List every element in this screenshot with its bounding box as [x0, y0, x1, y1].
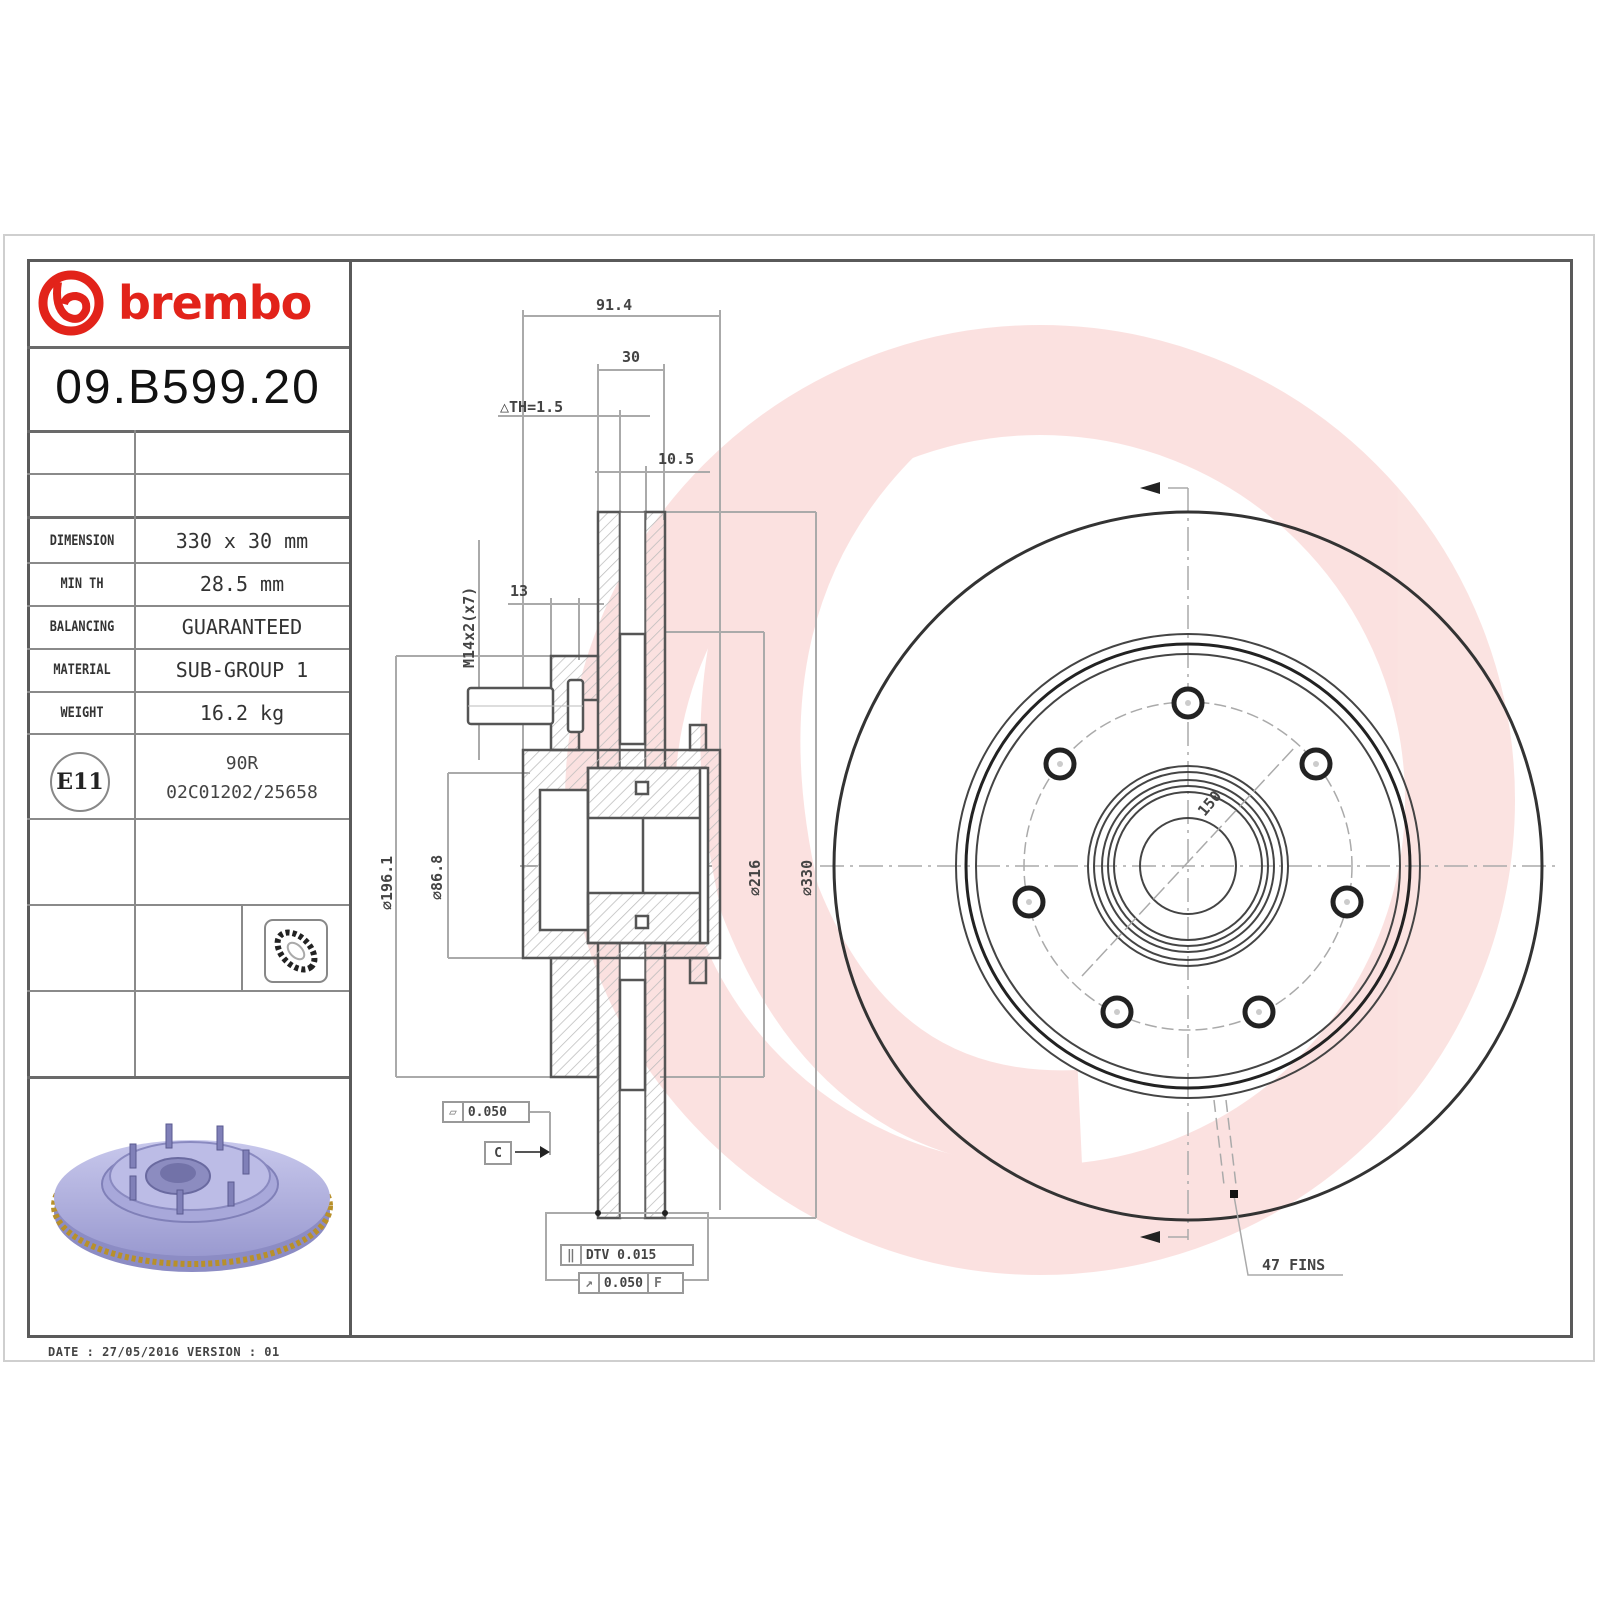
spec-label-material: MATERIAL [53, 662, 111, 678]
dim-disc-thickness: 30 [622, 348, 641, 366]
divider [27, 818, 349, 820]
part-number: 09.B599.20 [55, 360, 321, 414]
spec-label-balancing: BALANCING [49, 619, 115, 635]
homologation-code-1: 90R [225, 753, 259, 774]
divider [27, 516, 349, 519]
dtv-tolerance: ‖ DTV 0.015 [560, 1244, 694, 1266]
divider [27, 346, 349, 349]
homologation-code-2: 02C01202/25658 [166, 782, 318, 803]
drawing-frame [27, 259, 1573, 1338]
brand-logo: brembo [36, 266, 341, 340]
divider [27, 990, 349, 992]
spec-value-dimension: 330 x 30 mm [175, 529, 309, 553]
brand-name: brembo [118, 276, 312, 330]
flatness-icon: ▱ [444, 1103, 464, 1121]
spec-value-balancing: GUARANTEED [181, 615, 303, 639]
page-border [3, 234, 1595, 1362]
spec-label-min-th: MIN TH [60, 576, 104, 592]
spec-value-min-th: 28.5 mm [199, 572, 285, 596]
datum-label: C [484, 1141, 512, 1165]
divider [27, 648, 349, 650]
homologation-mark: E11 [50, 752, 110, 812]
column-divider [134, 430, 136, 1076]
divider [27, 430, 349, 433]
dim-stud-offset: 13 [510, 582, 529, 600]
divider [27, 904, 349, 906]
dim-overall-width: 91.4 [596, 296, 633, 314]
dim-th-tolerance: △TH=1.5 [500, 398, 564, 416]
flatness-tolerance: ▱ 0.050 [442, 1101, 530, 1123]
date-version: DATE : 27/05/2016 VERSION : 01 [48, 1345, 280, 1359]
column-divider [241, 904, 243, 990]
title-block [27, 259, 352, 1338]
spec-value-material: SUB-GROUP 1 [175, 658, 309, 682]
divider [27, 562, 349, 564]
dtv-icon: ‖ [562, 1246, 582, 1264]
divider [27, 605, 349, 607]
spec-label-dimension: DIMENSION [49, 533, 115, 549]
dim-hat-offset: 10.5 [658, 450, 695, 468]
runout-tolerance: ↗ 0.050 F [578, 1272, 684, 1294]
brembo-disc-icon [38, 270, 104, 336]
runout-icon: ↗ [580, 1274, 600, 1292]
fins-count-label: 47 FINS [1262, 1256, 1326, 1274]
spec-value-weight: 16.2 kg [199, 701, 285, 725]
divider [27, 473, 349, 475]
divider [27, 691, 349, 693]
divider [27, 733, 349, 735]
spec-label-weight: WEIGHT [60, 705, 104, 721]
divider [27, 1076, 349, 1079]
